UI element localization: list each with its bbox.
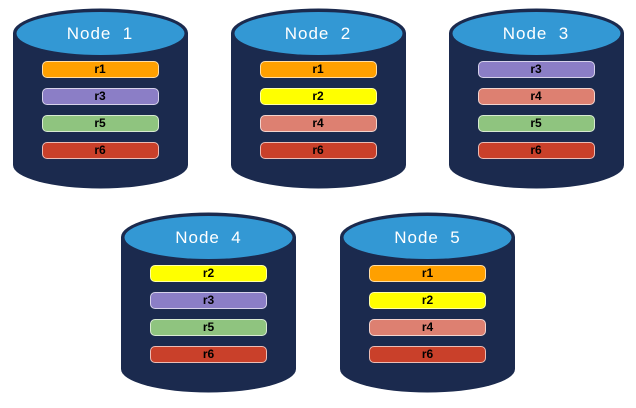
node-3: Node 3 r3 r4 r5 r6 — [448, 8, 624, 189]
replica-bar-r3: r3 — [477, 61, 595, 78]
replica-bar-r5: r5 — [477, 115, 595, 132]
replica-list: r1 r2 r4 r6 — [259, 61, 377, 169]
node-title: Node 5 — [394, 228, 461, 247]
replica-bar-r6: r6 — [477, 142, 595, 159]
cylinder-lid — [16, 12, 184, 55]
replica-list: r2 r3 r5 r6 — [150, 265, 267, 373]
node-4: Node 4 r2 r3 r5 r6 — [121, 212, 296, 393]
replica-bar-r1: r1 — [369, 265, 486, 282]
replica-bar-r4: r4 — [259, 115, 377, 132]
cylinder-lid — [234, 12, 402, 55]
node-title: Node 2 — [284, 24, 352, 43]
node-row-bottom: Node 4 r2 r3 r5 r6 Node 5 r1 r2 r4 r6 — [0, 189, 636, 393]
node-title: Node 3 — [502, 24, 570, 43]
replica-bar-r2: r2 — [369, 292, 486, 309]
replica-bar-r5: r5 — [150, 319, 267, 336]
cylinder-lid — [452, 12, 620, 55]
replica-bar-r1: r1 — [259, 61, 377, 78]
replica-list: r1 r3 r5 r6 — [41, 61, 159, 169]
node-title: Node 1 — [66, 24, 134, 43]
replica-list: r1 r2 r4 r6 — [369, 265, 486, 373]
replica-bar-r5: r5 — [41, 115, 159, 132]
replica-bar-r6: r6 — [369, 346, 486, 363]
node-row-top: Node 1 r1 r3 r5 r6 Node 2 r1 r2 r4 r6 Node 3 r3 r4 r5… — [0, 0, 636, 189]
cylinder-lid — [124, 216, 293, 259]
node-1: Node 1 r1 r3 r5 r6 — [12, 8, 188, 189]
replica-bar-r1: r1 — [41, 61, 159, 78]
replica-bar-r3: r3 — [150, 292, 267, 309]
replica-bar-r4: r4 — [369, 319, 486, 336]
replica-bar-r3: r3 — [41, 88, 159, 105]
node-2: Node 2 r1 r2 r4 r6 — [230, 8, 406, 189]
replica-bar-r2: r2 — [259, 88, 377, 105]
cylinder-lid — [343, 216, 512, 259]
replica-bar-r2: r2 — [150, 265, 267, 282]
replica-bar-r6: r6 — [259, 142, 377, 159]
node-5: Node 5 r1 r2 r4 r6 — [340, 212, 515, 393]
node-title: Node 4 — [175, 228, 242, 247]
replica-bar-r4: r4 — [477, 88, 595, 105]
replica-list: r3 r4 r5 r6 — [477, 61, 595, 169]
replica-bar-r6: r6 — [150, 346, 267, 363]
replica-bar-r6: r6 — [41, 142, 159, 159]
